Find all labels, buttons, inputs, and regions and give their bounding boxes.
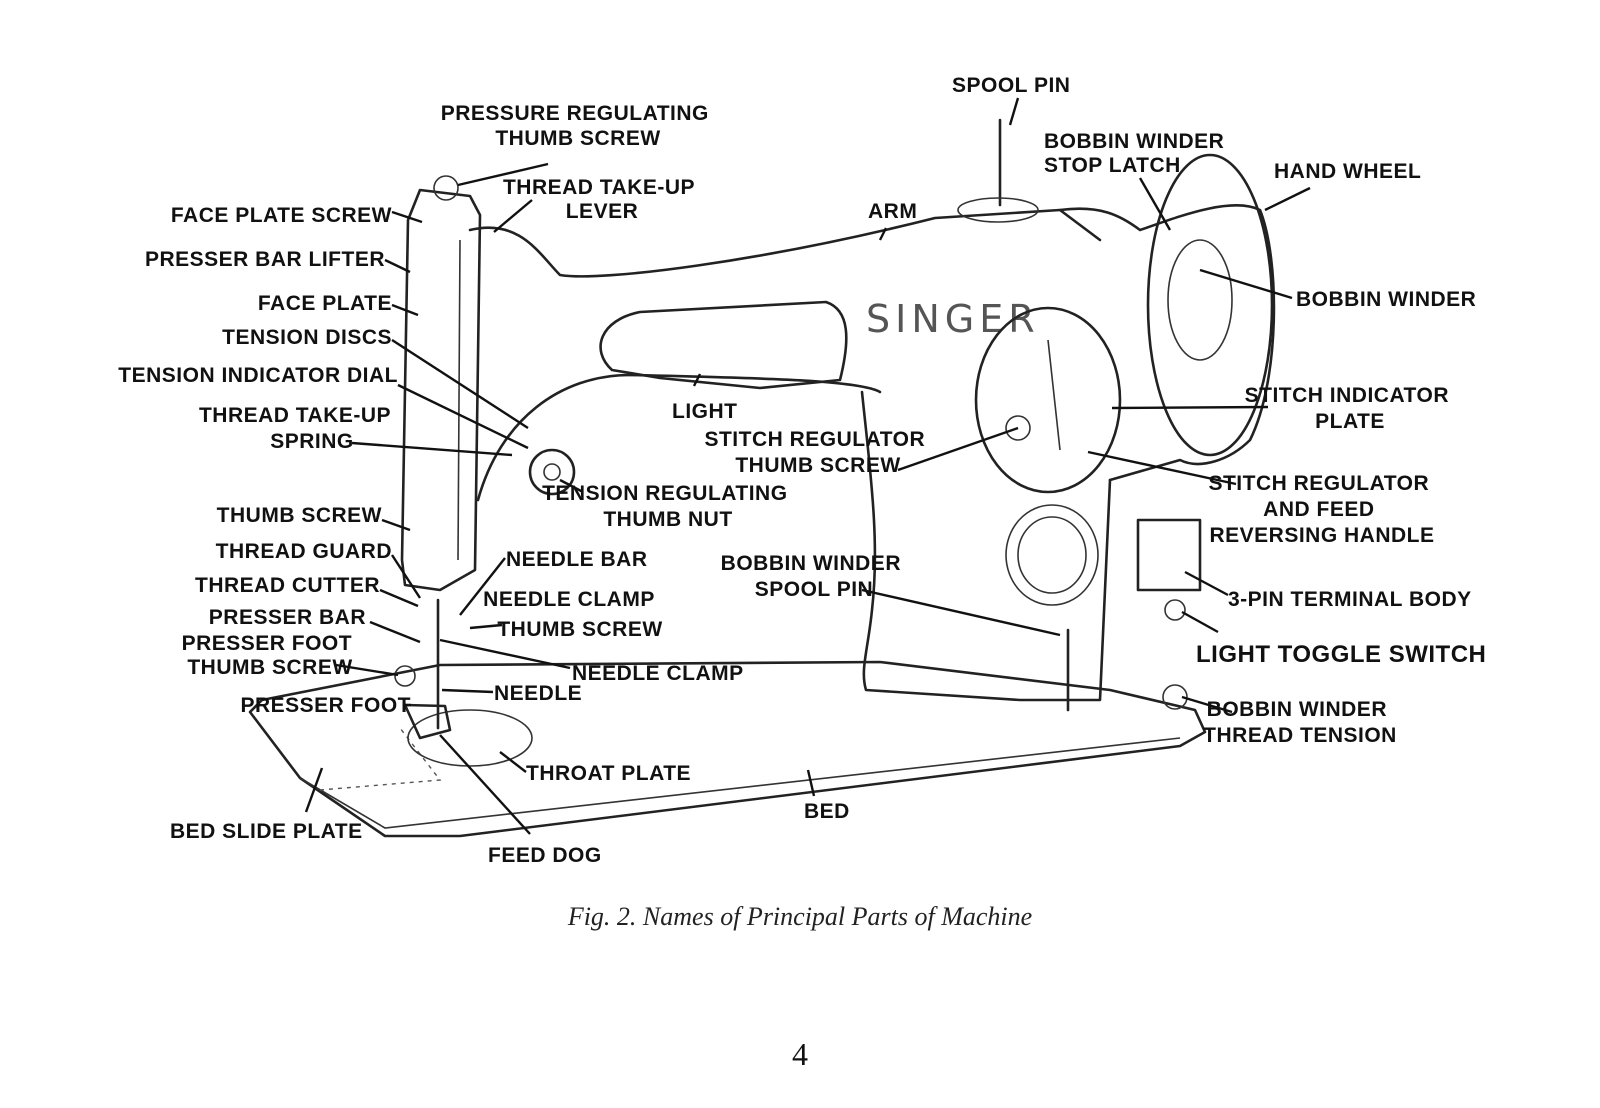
- hand-wheel-hub: [1167, 239, 1233, 361]
- stitch-indicator-plate-shape: [974, 306, 1122, 494]
- bed-front-edge: [299, 737, 1181, 829]
- label-light: LIGHT: [672, 400, 738, 423]
- label-bobbin-winder-stop-latch: BOBBIN WINDER STOP LATCH: [1044, 130, 1231, 177]
- label-thread-take-up-lever: THREAD TAKE-UP LEVER: [503, 176, 701, 223]
- label-bed-slide-plate: BED SLIDE PLATE: [170, 820, 363, 843]
- label-tension-discs: TENSION DISCS: [222, 326, 392, 349]
- label-bed: BED: [804, 800, 850, 823]
- tension-dial-shape: [528, 448, 576, 496]
- pressure-screw-shape: [433, 175, 459, 201]
- toggle-switch-shape: [1164, 599, 1186, 621]
- bed-slide-plate-seam: [319, 727, 442, 791]
- label-thread-guard: THREAD GUARD: [216, 540, 392, 563]
- label-needle-clamp: NEEDLE CLAMP: [572, 662, 744, 685]
- label-tension-indicator-dial: TENSION INDICATOR DIAL: [118, 364, 398, 387]
- machine-head: [1058, 204, 1276, 482]
- face-plate-edge: [457, 239, 461, 561]
- tension-nut-shape: [543, 463, 561, 481]
- light-housing: [599, 300, 848, 390]
- label-thread-take-up-spring: THREAD TAKE-UP SPRING: [199, 404, 397, 453]
- label-pressure-regulating-thumb-screw: PRESSURE REGULATING THUMB SCREW: [441, 102, 715, 150]
- bobbin-thread-tension-shape: [1162, 684, 1188, 710]
- label-face-plate-screw: FACE PLATE SCREW: [171, 204, 392, 227]
- figure-caption: Fig. 2. Names of Principal Parts of Mach…: [567, 902, 1033, 931]
- face-plate-shape: [400, 188, 482, 592]
- presser-foot-shape: [403, 703, 452, 740]
- label-presser-bar: PRESSER BAR: [209, 606, 366, 629]
- presser-foot-screw-shape: [394, 665, 416, 687]
- machine-bed-outline: [248, 660, 1207, 838]
- stitch-regulator-knob: [1005, 415, 1031, 441]
- label-needle-bar: NEEDLE BAR: [506, 548, 648, 571]
- page-number: 4: [792, 1036, 808, 1072]
- label-presser-bar-lifter: PRESSER BAR LIFTER: [145, 248, 385, 271]
- part-labels: SPOOL PIN PRESSURE REGULATING THUMB SCRE…: [118, 74, 1486, 867]
- label-3-pin-terminal-body: 3-PIN TERMINAL BODY: [1228, 588, 1472, 611]
- label-light-toggle-switch: LIGHT TOGGLE SWITCH: [1196, 641, 1486, 668]
- machine-illustration: SINGER: [248, 118, 1276, 838]
- label-stitch-regulator-and-feed-reversing-handle: STITCH REGULATOR AND FEED REVERSING HAND…: [1208, 472, 1435, 547]
- machine-arm-underside: [476, 373, 882, 502]
- terminal-box: [1136, 518, 1202, 592]
- label-needle: NEEDLE: [494, 682, 582, 705]
- machine-arm: [468, 208, 1102, 278]
- label-tension-regulating-thumb-nut: TENSION REGULATING THUMB NUT: [542, 482, 794, 531]
- label-thumb-screw: THUMB SCREW: [217, 504, 382, 527]
- machine-pillar: [860, 390, 1112, 702]
- label-bobbin-winder-spool-pin: BOBBIN WINDER SPOOL PIN: [721, 552, 908, 601]
- label-face-plate: FACE PLATE: [258, 292, 392, 315]
- label-throat-plate: THROAT PLATE: [526, 762, 691, 785]
- stitch-slot: [1047, 339, 1061, 451]
- label-bobbin-winder-thread-tension: BOBBIN WINDER THREAD TENSION: [1203, 698, 1397, 747]
- label-spool-pin: SPOOL PIN: [952, 74, 1070, 97]
- singer-emblem-inner: [1017, 516, 1087, 594]
- label-presser-foot: PRESSER FOOT: [240, 694, 411, 717]
- leader-lines: [304, 97, 1311, 835]
- label-thread-cutter: THREAD CUTTER: [195, 574, 380, 597]
- label-presser-foot-thumb-screw: PRESSER FOOT THUMB SCREW: [182, 632, 359, 679]
- label-arm: ARM: [868, 200, 917, 223]
- label-needle-clamp-thumb-screw: NEEDLE CLAMP THUMB SCREW: [483, 588, 662, 641]
- singer-emblem: [1005, 504, 1099, 606]
- label-bobbin-winder: BOBBIN WINDER: [1296, 288, 1476, 311]
- brand-text: SINGER: [866, 297, 1040, 341]
- label-stitch-indicator-plate: STITCH INDICATOR PLATE: [1245, 384, 1456, 433]
- label-hand-wheel: HAND WHEEL: [1274, 160, 1421, 183]
- label-stitch-regulator-thumb-screw: STITCH REGULATOR THUMB SCREW: [704, 428, 931, 477]
- throat-plate-outline: [407, 709, 533, 767]
- spool-pin-base: [957, 197, 1039, 223]
- hand-wheel-shape: [1146, 153, 1274, 457]
- label-feed-dog: FEED DOG: [488, 844, 602, 867]
